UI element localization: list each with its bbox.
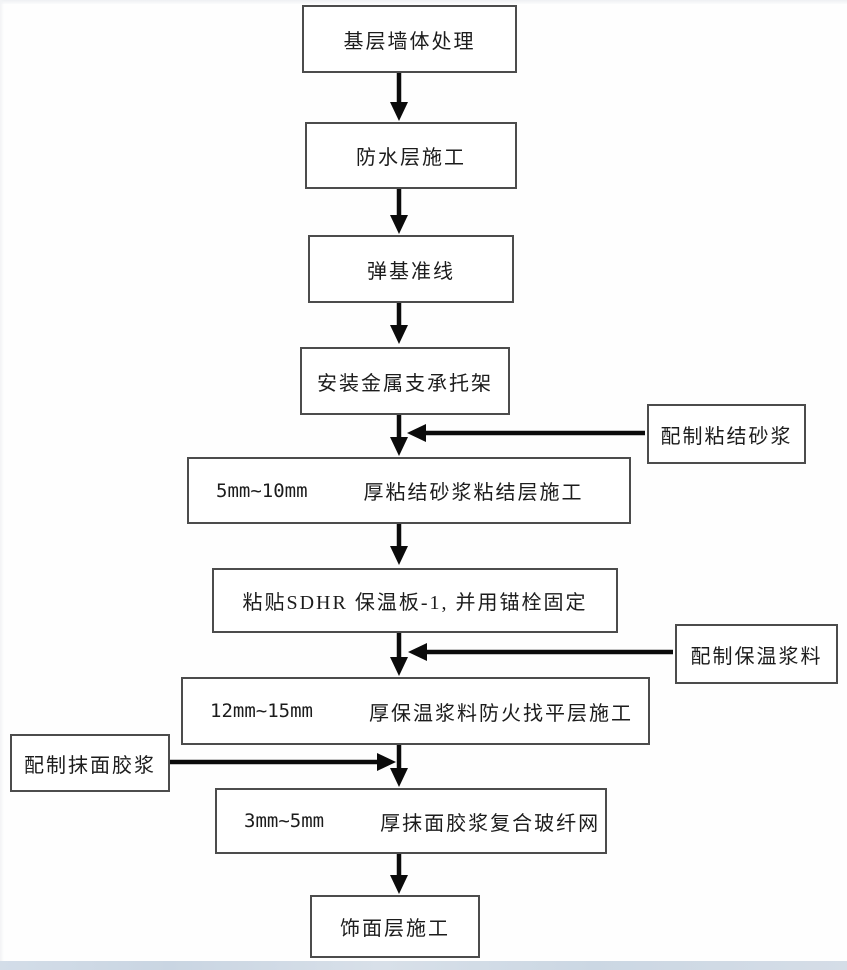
arrow-step2-step3 (390, 189, 408, 234)
step-thickness: 12mm~15mm (210, 700, 313, 722)
arrow-plaster-adhesive-input (168, 753, 396, 771)
step-snap-datum-line: 弹基准线 (308, 235, 514, 303)
step-insulation-board-anchor: 粘贴SDHR 保温板-1, 并用锚栓固定 (212, 568, 618, 633)
arrow-step8-step9 (390, 854, 408, 894)
step-label: 厚抹面胶浆复合玻纤网 (380, 812, 601, 835)
step-label: 基层墙体处理 (343, 30, 476, 53)
step-thickness: 5mm~10mm (216, 479, 308, 502)
step-install-metal-bracket: 安装金属支承托架 (300, 347, 510, 415)
step-label: 弹基准线 (367, 260, 455, 283)
arrow-step4-step5 (390, 415, 408, 456)
step-label: 安装金属支承托架 (317, 372, 493, 395)
arrow-step7-step8 (390, 745, 408, 787)
scan-top-edge (0, 0, 847, 4)
step-label: 粘贴SDHR 保温板-1, 并用锚栓固定 (242, 592, 588, 614)
step-label: 厚保温浆料防火找平层施工 (368, 702, 633, 725)
step-waterproof-layer: 防水层施工 (305, 122, 517, 189)
input-insulation-slurry-prep: 配制保温浆料 (675, 624, 838, 684)
input-label: 配制保温浆料 (690, 645, 823, 668)
arrow-step5-step6 (390, 524, 408, 565)
scan-bottom-edge (0, 961, 847, 970)
step-finish-layer: 饰面层施工 (310, 895, 480, 958)
arrow-step1-step2 (390, 73, 408, 121)
step-insulation-slurry-leveling: 12mm~15mm 厚保温浆料防火找平层施工 (181, 677, 650, 745)
arrow-bonding-mortar-input (407, 424, 645, 442)
input-label: 配制粘结砂浆 (660, 425, 793, 448)
step-label: 厚粘结砂浆粘结层施工 (363, 482, 584, 504)
arrow-step3-step4 (390, 303, 408, 344)
step-label: 饰面层施工 (340, 918, 450, 940)
input-bonding-mortar-prep: 配制粘结砂浆 (647, 404, 806, 464)
step-label: 防水层施工 (356, 147, 466, 169)
step-bonding-mortar-layer: 5mm~10mm 厚粘结砂浆粘结层施工 (187, 457, 631, 524)
input-label: 配制抹面胶浆 (24, 754, 156, 777)
input-plaster-adhesive-prep: 配制抹面胶浆 (10, 734, 170, 792)
step-thickness: 3mm~5mm (244, 810, 325, 832)
scan-left-edge (0, 0, 4, 970)
step-base-wall-treatment: 基层墙体处理 (302, 5, 517, 73)
arrow-step6-step7 (390, 633, 408, 676)
step-plaster-fiberglass-mesh: 3mm~5mm 厚抹面胶浆复合玻纤网 (215, 788, 607, 854)
arrow-insulation-slurry-input (408, 643, 673, 661)
